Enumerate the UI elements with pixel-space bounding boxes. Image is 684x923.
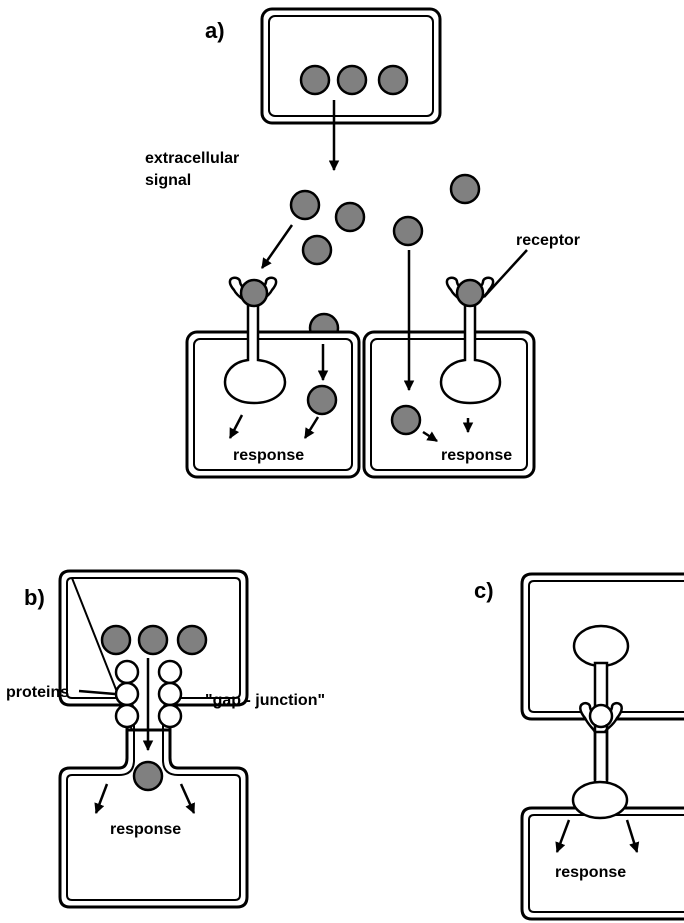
response-label-right: response: [441, 447, 512, 464]
signal-molecule: [336, 64, 368, 96]
response-arrow: [94, 783, 109, 814]
lower-cell-b-outer: [58, 728, 249, 909]
receptor-label: receptor: [516, 232, 580, 249]
signal-molecule: [301, 234, 333, 266]
proteins-leader-line: [78, 689, 116, 696]
signal-molecule: [137, 624, 169, 656]
proteins-label: proteins: [6, 684, 69, 701]
gap-junction-protein: [157, 681, 183, 707]
extracellular-signal-label-line2: signal: [145, 172, 191, 189]
response-arrow: [625, 819, 640, 854]
signal-molecule: [392, 215, 424, 247]
signal-molecule: [377, 64, 409, 96]
receptor-left: [223, 276, 287, 405]
signal-molecule: [449, 173, 481, 205]
response-label-left: response: [233, 447, 304, 464]
extracellular-signal-label-line1: extracellular: [145, 150, 239, 167]
receptor-right: [439, 276, 502, 405]
panel-b-label: b): [24, 585, 45, 610]
signal-molecule: [299, 64, 331, 96]
transferred-signal-molecule: [132, 760, 164, 792]
signal-molecule: [289, 189, 321, 221]
signal-molecule: [100, 624, 132, 656]
response-arrow: [228, 414, 244, 439]
receptor-leader-line: [483, 249, 528, 298]
internal-signal-molecule: [306, 384, 338, 416]
signal-molecule: [176, 624, 208, 656]
signal-molecule: [334, 201, 366, 233]
panel-a-label: a): [205, 18, 225, 43]
bound-signal-molecule: [239, 278, 269, 308]
gap-junction: [114, 659, 183, 729]
gap-junction-protein: [157, 659, 183, 685]
panel-b: b) response proteins "gap - junction": [6, 569, 325, 909]
response-label-c: response: [555, 864, 626, 881]
internal-signal-molecule: [390, 404, 422, 436]
bound-signal-molecule: [455, 278, 485, 308]
gap-junction-protein: [157, 703, 183, 729]
response-arrow: [422, 430, 438, 443]
gap-junction-protein: [114, 681, 140, 707]
binding-arrow: [260, 224, 294, 269]
panel-c-label: c): [474, 578, 494, 603]
panel-c: c) response: [474, 572, 684, 921]
membrane-bound-ligand: [571, 624, 630, 820]
gap-junction-protein: [114, 703, 140, 729]
panel-a: a) extracellular signal: [145, 7, 580, 479]
response-label-b: response: [110, 821, 181, 838]
signaling-cell-a: [260, 7, 442, 125]
response-arrow: [303, 416, 320, 439]
response-arrow: [555, 819, 571, 853]
gap-junction-label: "gap - junction": [205, 692, 325, 709]
gap-junction-protein: [114, 659, 140, 685]
response-arrow: [179, 783, 196, 814]
